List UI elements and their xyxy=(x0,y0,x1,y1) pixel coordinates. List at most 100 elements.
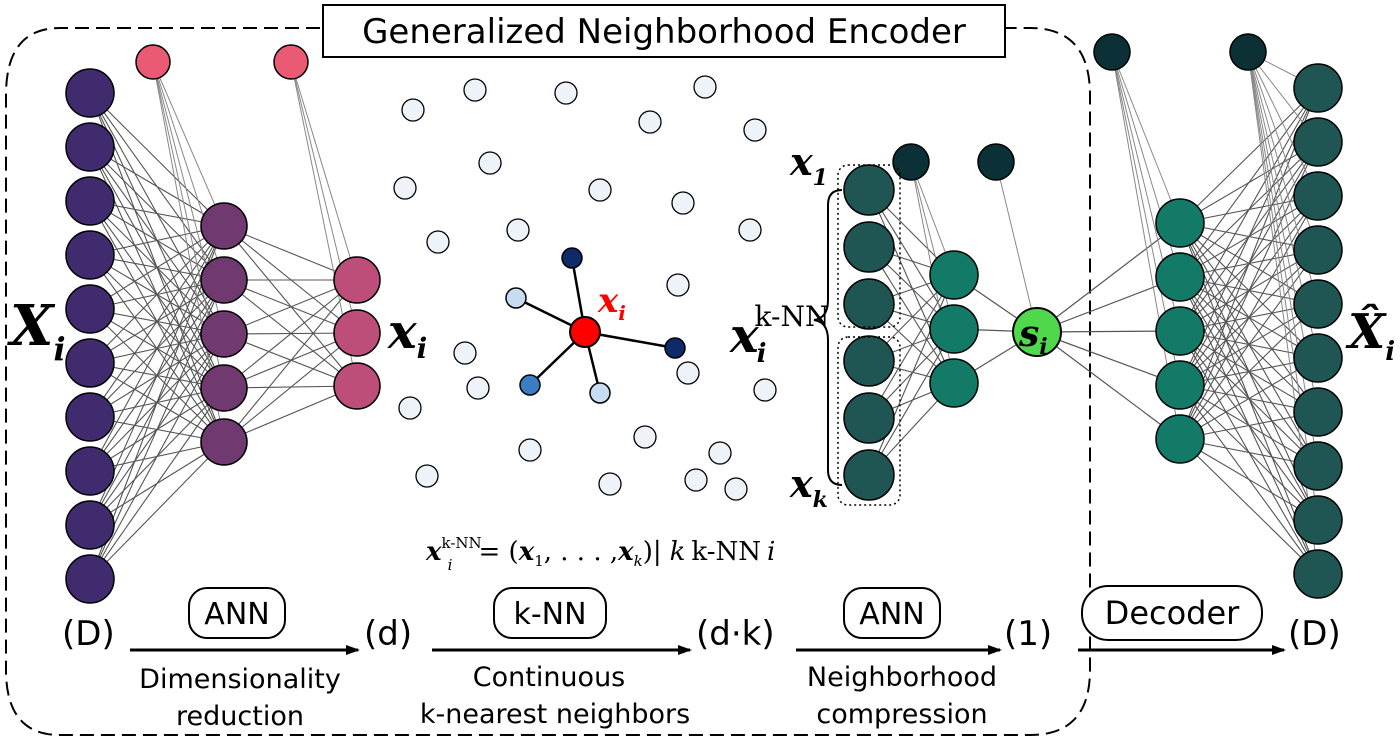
hidden-node xyxy=(200,256,248,304)
connection-edge xyxy=(1247,51,1319,521)
neighbor-point xyxy=(561,247,583,269)
connection-edge xyxy=(223,279,358,389)
connection-edge xyxy=(89,225,225,310)
neighbor-point xyxy=(589,382,611,404)
ann2-box xyxy=(843,587,941,639)
knn-box xyxy=(493,587,607,639)
ann1-box xyxy=(188,587,286,639)
neighbor-stack-node xyxy=(843,221,895,273)
hidden-node xyxy=(200,202,248,250)
input-node xyxy=(65,284,115,334)
connection-edge xyxy=(89,92,225,227)
connection-edge xyxy=(995,161,1038,333)
decoder-hidden-node xyxy=(1155,306,1205,356)
connection-edge xyxy=(868,274,955,419)
bias-node xyxy=(273,44,309,80)
connection-edge xyxy=(1247,51,1319,197)
connection-edge xyxy=(868,189,955,330)
neighbor-stack-node xyxy=(843,278,895,330)
query-point xyxy=(569,316,601,348)
output-node xyxy=(1293,549,1343,599)
caption-compression-2: compression xyxy=(816,699,987,730)
connection-edge xyxy=(1179,87,1319,224)
connection-edge xyxy=(1179,249,1319,440)
connection-edge xyxy=(1179,438,1319,575)
decoder-label: Decoder xyxy=(1105,594,1241,632)
input-node xyxy=(65,176,115,226)
center-label-x: xi xyxy=(597,281,626,325)
data-point xyxy=(666,273,690,297)
connection-edge xyxy=(223,332,358,443)
compression-node xyxy=(929,250,979,300)
connection-edge xyxy=(1179,87,1319,332)
dim-D-right: (D) xyxy=(1288,614,1341,654)
data-point xyxy=(684,468,708,492)
bias-node xyxy=(1093,33,1131,71)
data-point xyxy=(633,425,657,449)
connection-edge xyxy=(1179,357,1319,440)
connection-edge xyxy=(89,225,225,418)
caption-compression-1: Neighborhood xyxy=(807,662,997,693)
connection-edge xyxy=(868,328,955,476)
output-node xyxy=(1293,171,1343,221)
output-node xyxy=(1293,495,1343,545)
bias-node xyxy=(977,143,1015,181)
connection-edge xyxy=(290,61,358,281)
data-point xyxy=(708,441,732,465)
knn-stack-label: xik-NN xyxy=(729,300,829,369)
connection-edge xyxy=(223,279,358,335)
encoder-boundary xyxy=(5,27,1091,736)
data-point xyxy=(676,361,700,385)
data-point xyxy=(398,396,422,420)
data-point xyxy=(415,464,439,488)
data-point xyxy=(426,230,450,254)
connection-edge xyxy=(1036,222,1181,333)
caption-dim-reduction-2: reduction xyxy=(176,701,304,732)
data-point xyxy=(554,81,578,105)
caption-dim-reduction-1: Dimensionality xyxy=(139,664,341,695)
s-node xyxy=(1012,307,1062,357)
output-node xyxy=(1293,63,1343,113)
connection-edge xyxy=(1036,331,1181,386)
data-point xyxy=(753,378,777,402)
connection-edge xyxy=(152,61,225,281)
connection-edge xyxy=(89,225,225,472)
connection-edge xyxy=(1179,87,1319,278)
neighbor-group-k xyxy=(837,336,901,506)
input-node xyxy=(65,68,115,118)
knn-brace xyxy=(813,189,843,486)
neighbor-stack-node xyxy=(843,449,895,501)
neighbor-stack-node xyxy=(843,164,895,216)
neighbor-point xyxy=(664,337,686,359)
connection-edge xyxy=(1036,331,1181,440)
network-edges xyxy=(89,51,1319,580)
data-point xyxy=(671,191,695,215)
input-node xyxy=(65,500,115,550)
data-point xyxy=(743,118,767,142)
compression-node xyxy=(929,304,979,354)
connection-edge xyxy=(89,387,225,580)
data-point xyxy=(393,176,417,200)
connection-edge xyxy=(910,161,955,330)
data-point xyxy=(724,477,748,501)
neighbor-label-x1: x1 xyxy=(789,139,828,191)
data-point xyxy=(588,178,612,202)
data-point xyxy=(638,110,662,134)
encoded-node xyxy=(333,256,381,304)
connection-edge xyxy=(1179,195,1319,440)
caption-knn-1: Continuous xyxy=(473,662,626,693)
input-node xyxy=(65,230,115,280)
input-node xyxy=(65,554,115,604)
input-node xyxy=(65,122,115,172)
output-node xyxy=(1293,117,1343,167)
network-nodes xyxy=(65,33,1343,604)
input-node xyxy=(65,446,115,496)
hidden-node xyxy=(200,418,248,466)
connection-edge xyxy=(223,279,358,443)
dim-d: (d) xyxy=(364,614,412,654)
decoder-hidden-node xyxy=(1155,360,1205,410)
data-point xyxy=(453,341,477,365)
knn-label: k-NN xyxy=(513,597,586,632)
encoded-label-x: xi xyxy=(387,304,427,365)
